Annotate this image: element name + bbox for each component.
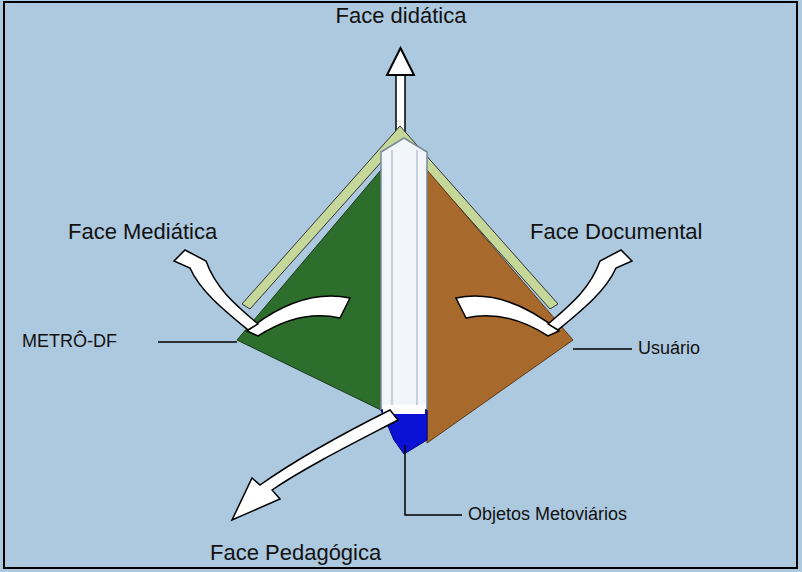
crescent-arrow bbox=[247, 296, 350, 336]
face-label: Face Mediática bbox=[68, 219, 217, 244]
central-column bbox=[381, 138, 427, 410]
frame bbox=[4, 2, 797, 568]
face-label: Face Pedagógica bbox=[210, 540, 381, 565]
leader-line bbox=[405, 445, 462, 515]
curved-arrow bbox=[548, 250, 632, 330]
leader-line bbox=[573, 348, 632, 350]
leader-line bbox=[158, 341, 237, 343]
green-face bbox=[237, 170, 381, 410]
face-label: Face Documental bbox=[530, 219, 702, 244]
face-label: Usuário bbox=[638, 338, 700, 359]
face-label: METRÔ-DF bbox=[22, 331, 117, 352]
column-line bbox=[392, 150, 393, 410]
face-label: Face didática bbox=[336, 3, 467, 28]
curved-arrow bbox=[232, 410, 398, 520]
brown-face bbox=[427, 170, 573, 443]
curved-arrow bbox=[174, 250, 258, 330]
arrow-head bbox=[387, 48, 414, 75]
column-line bbox=[417, 150, 418, 410]
face-label: Objetos Metoviários bbox=[468, 504, 627, 525]
crescent-arrow bbox=[456, 296, 559, 336]
